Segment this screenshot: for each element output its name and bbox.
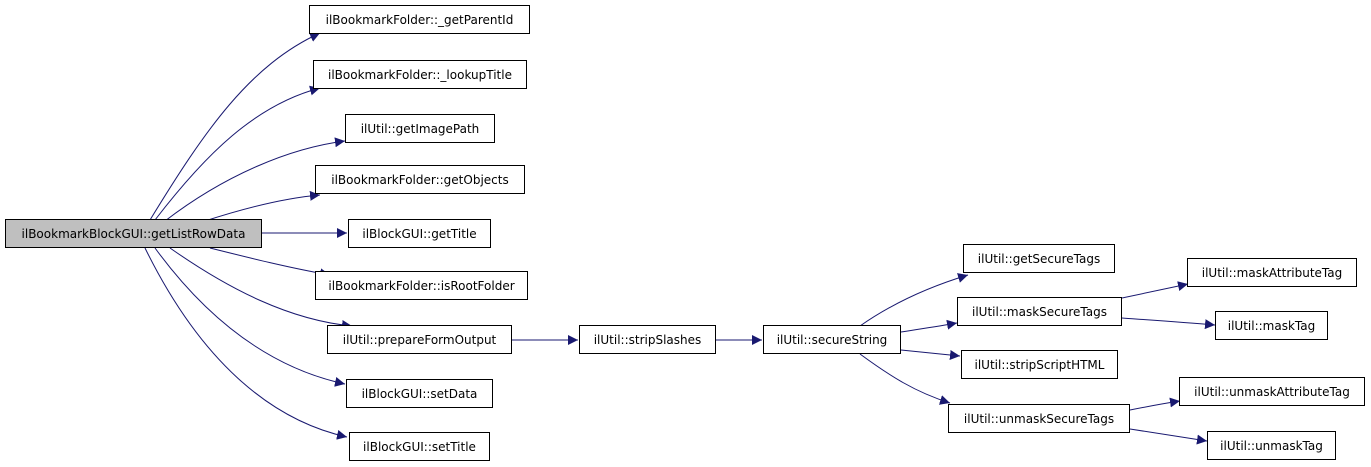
edge-root-prepareformoutput xyxy=(169,247,353,331)
node-stripscripthtml[interactable]: ilUtil::stripScriptHTML xyxy=(961,350,1118,379)
edge-securestring-unmasksecuretags xyxy=(859,353,951,405)
edge-securestring-masksecuretags xyxy=(900,319,958,333)
node-securestring[interactable]: ilUtil::secureString xyxy=(763,325,901,354)
edge-root-setdata xyxy=(154,247,346,387)
node-maskattributetag[interactable]: ilUtil::maskAttributeTag xyxy=(1187,258,1357,287)
node-settitle[interactable]: ilBlockGUI::setTitle xyxy=(349,432,490,461)
edge-root-getobjects xyxy=(204,190,321,222)
edge-root-isrootfolder xyxy=(209,247,331,279)
node-getsecuretags[interactable]: ilUtil::getSecureTags xyxy=(963,244,1115,273)
node-gettitle[interactable]: ilBlockGUI::getTitle xyxy=(348,219,491,248)
edge-root-getparentid xyxy=(149,32,321,221)
edge-securestring-stripscripthtml xyxy=(900,349,961,360)
node-setdata[interactable]: ilBlockGUI::setData xyxy=(346,379,493,408)
node-prepareformoutput[interactable]: ilUtil::prepareFormOutput xyxy=(327,325,512,354)
edge-root-getimagepath xyxy=(164,137,346,222)
edge-root-lookuptitle xyxy=(154,85,321,221)
edge-root-settitle xyxy=(144,247,348,440)
node-unmaskattributetag[interactable]: ilUtil::unmaskAttributeTag xyxy=(1179,377,1365,406)
node-getparentid[interactable]: ilBookmarkFolder::_getParentId xyxy=(309,5,530,34)
edge-masksecuretags-masktag xyxy=(1121,317,1216,330)
node-unmasktag[interactable]: ilUtil::unmaskTag xyxy=(1207,431,1336,460)
node-unmasksecuretags[interactable]: ilUtil::unmaskSecureTags xyxy=(948,404,1130,433)
node-getimagepath[interactable]: ilUtil::getImagePath xyxy=(345,114,495,143)
node-masksecuretags[interactable]: ilUtil::maskSecureTags xyxy=(957,297,1122,326)
edge-masksecuretags-maskattributetag xyxy=(1121,281,1189,299)
node-getlistrowdata: ilBookmarkBlockGUI::getListRowData xyxy=(5,219,262,248)
node-masktag[interactable]: ilUtil::maskTag xyxy=(1215,311,1328,340)
node-stripslashes[interactable]: ilUtil::stripSlashes xyxy=(579,325,716,354)
node-isrootfolder[interactable]: ilBookmarkFolder::isRootFolder xyxy=(315,271,528,300)
node-lookuptitle[interactable]: ilBookmarkFolder::_lookupTitle xyxy=(313,60,527,89)
node-getobjects[interactable]: ilBookmarkFolder::getObjects xyxy=(315,165,525,194)
edge-unmasksecuretags-unmasktag xyxy=(1129,428,1208,445)
edge-unmasksecuretags-unmaskattributetag xyxy=(1129,397,1181,411)
edge-securestring-getsecuretags xyxy=(859,273,969,327)
